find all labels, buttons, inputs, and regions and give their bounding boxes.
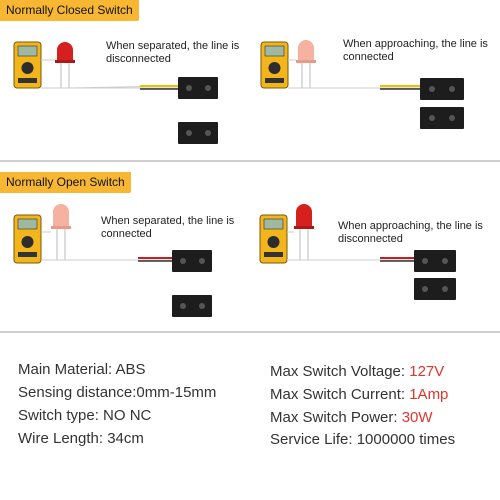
spec-label: Service Life: 1000000 times — [270, 431, 456, 448]
magnet-icon — [178, 122, 218, 144]
normally-open-section: Normally Open Switch — [0, 172, 500, 332]
spec-sensing-distance: Sensing distance:0mm-15mm — [18, 384, 217, 401]
left-description-line1: When separated, the line is — [101, 215, 235, 227]
spec-label: Max Switch Power: — [270, 409, 402, 426]
spec-material: Main Material: ABS — [18, 361, 146, 378]
left-description-line1: When separated, the line is — [106, 40, 240, 52]
left-description: When separated, the line is connected — [101, 215, 234, 241]
section-title: Normally Open Switch — [0, 172, 131, 193]
spec-max-current: Max Switch Current: 1Amp — [270, 386, 448, 403]
right-description-line1: When approaching, the line is — [343, 38, 488, 50]
section-divider — [0, 160, 500, 162]
left-description-line2: disconnected — [106, 53, 171, 65]
reed-switch-icon — [414, 250, 456, 272]
nc-illustration — [13, 40, 464, 144]
multimeter-icon — [259, 214, 288, 264]
right-description-line2: disconnected — [338, 233, 403, 245]
left-description-line2: connected — [101, 228, 152, 240]
reed-switch-icon — [178, 77, 218, 99]
left-description: When separated, the line is disconnected — [106, 40, 239, 66]
right-description-line2: connected — [343, 51, 394, 63]
multimeter-icon — [13, 214, 42, 264]
right-description-line1: When approaching, the line is — [338, 220, 483, 232]
led-icon — [296, 40, 316, 88]
right-description: When approaching, the line is connected — [343, 38, 488, 64]
spec-value: 127V — [409, 363, 445, 380]
magnet-icon — [172, 295, 212, 317]
led-icon — [55, 42, 75, 88]
magnet-icon — [420, 107, 464, 129]
no-illustration — [13, 204, 456, 317]
led-icon — [51, 204, 71, 260]
spec-max-power: Max Switch Power: 30W — [270, 409, 433, 426]
normally-closed-section: Normally Closed Switch — [0, 0, 500, 160]
multimeter-icon — [13, 41, 42, 89]
led-icon — [294, 204, 314, 260]
section-title: Normally Closed Switch — [0, 0, 139, 21]
magnet-icon — [414, 278, 456, 300]
spec-switch-type: Switch type: NO NC — [18, 407, 152, 424]
section-divider — [0, 331, 500, 333]
spec-label: Max Switch Current: — [270, 386, 410, 403]
reed-switch-icon — [172, 250, 212, 272]
reed-switch-icon — [420, 78, 464, 100]
spec-label: Max Switch Voltage: — [270, 363, 410, 380]
specifications: Main Material: ABS Sensing distance:0mm-… — [0, 355, 500, 485]
spec-value: 30W — [401, 409, 433, 426]
spec-service-life: Service Life: 1000000 times — [270, 431, 455, 448]
spec-wire-length: Wire Length: 34cm — [18, 430, 144, 447]
right-description: When approaching, the line is disconnect… — [338, 220, 483, 246]
spec-max-voltage: Max Switch Voltage: 127V — [270, 363, 444, 380]
multimeter-icon — [260, 41, 289, 89]
spec-value: 1Amp — [409, 386, 449, 403]
